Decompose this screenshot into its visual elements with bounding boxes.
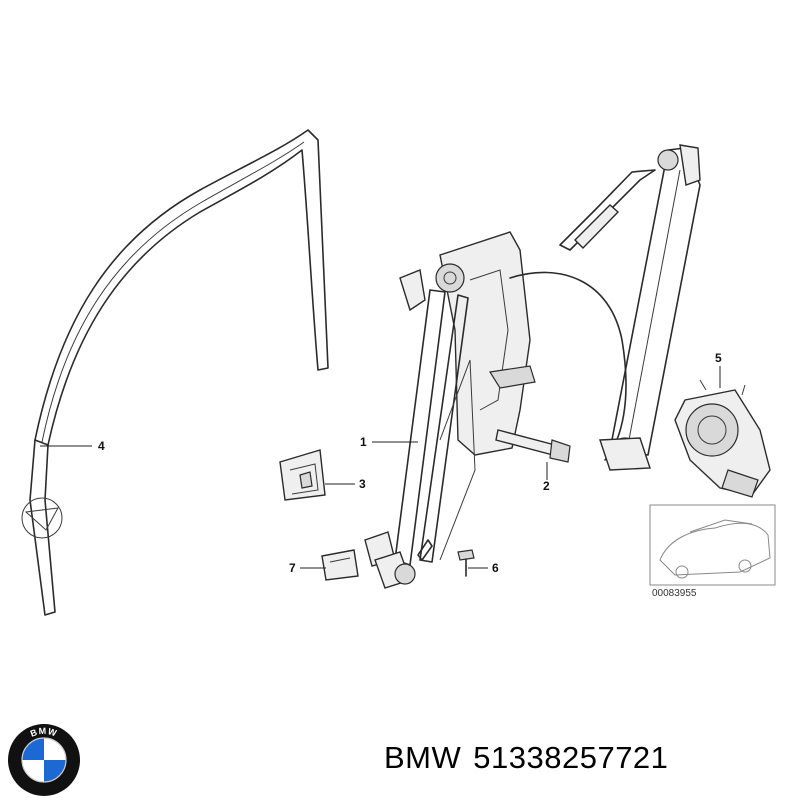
caption-part-number: 51338257721 — [473, 740, 669, 775]
clip-part — [279, 449, 326, 501]
screw-part — [457, 549, 475, 577]
bolt-part — [495, 429, 571, 480]
callout-7: 7 — [289, 561, 296, 575]
thumbnail-code: 00083955 — [652, 588, 697, 599]
callout-6: 6 — [492, 561, 499, 575]
callout-2: 2 — [543, 479, 550, 493]
window-motor — [674, 379, 771, 498]
small-clip-part — [321, 549, 359, 581]
bmw-logo-text: BMW — [29, 726, 59, 739]
callout-5: 5 — [715, 351, 722, 365]
part-caption: BMW 51338257721 — [384, 740, 794, 776]
callout-3: 3 — [359, 477, 366, 491]
bmw-logo: BMW — [8, 724, 80, 796]
vehicle-thumbnail: 00083955 — [649, 504, 776, 599]
caption-brand: BMW — [384, 740, 462, 775]
window-guide-rail — [21, 129, 329, 616]
callout-1: 1 — [360, 435, 367, 449]
window-regulator-rear-rail — [559, 144, 701, 471]
window-regulator — [364, 231, 627, 589]
callout-4: 4 — [98, 439, 105, 453]
